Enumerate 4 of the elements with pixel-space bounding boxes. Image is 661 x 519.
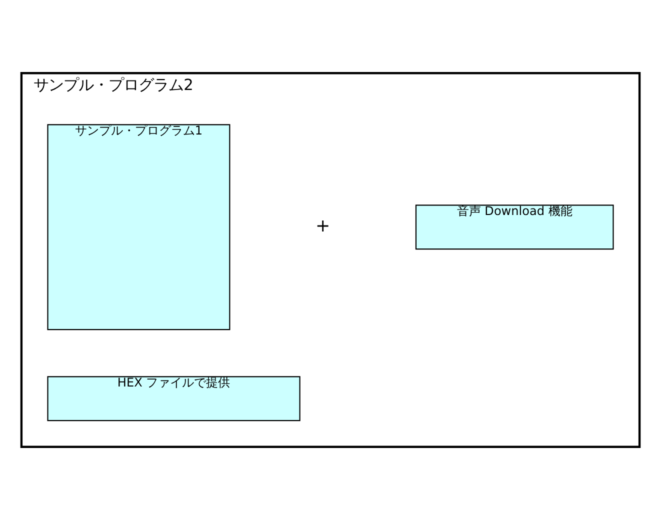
node-box: サンプル・プログラム1 [47,124,230,330]
label: + [315,216,330,236]
node-box: HEX ファイルで提供 [47,376,300,421]
node-box: 音声 Download 機能 [415,204,614,250]
